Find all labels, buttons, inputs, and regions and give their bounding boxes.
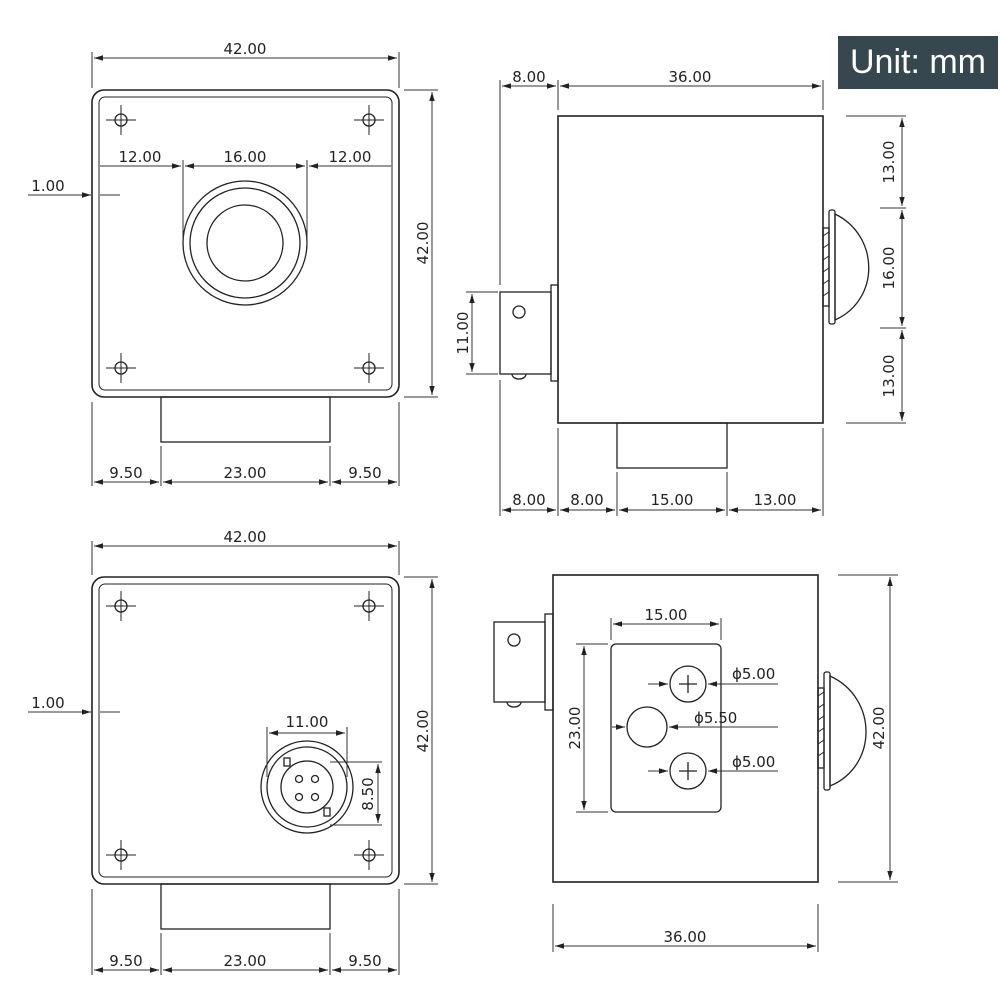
dim-side-lens-height: 16.00 [880, 247, 898, 290]
unit-badge: Unit: mm [838, 36, 998, 89]
dim-side-top-to-lens: 13.00 [880, 141, 898, 184]
dim-rear-socket-offset: 8.50 [359, 777, 377, 810]
dim-bottom-center-hole: ϕ5.50 [694, 709, 737, 727]
dim-side-bottom-2: 8.00 [570, 491, 603, 509]
rear-view [91, 576, 400, 930]
side-dimensions: 8.00 36.00 13.00 16.00 13.00 11.00 8.00 … [454, 68, 906, 516]
dim-bottom-screw-bottom: ϕ5.00 [732, 753, 775, 771]
dim-side-bottom-3: 15.00 [651, 491, 694, 509]
dim-side-body-length: 36.00 [669, 68, 712, 86]
dim-front-width: 42.00 [224, 40, 267, 58]
mounting-hole-icon [106, 591, 384, 870]
dim-rear-width: 42.00 [224, 528, 267, 546]
side-view [499, 115, 870, 469]
dim-front-inset: 1.00 [31, 177, 64, 195]
dim-side-bottom-1: 8.00 [512, 491, 545, 509]
dim-rear-inset: 1.00 [31, 694, 64, 712]
dim-rear-socket-dia: 11.00 [286, 713, 329, 731]
bottom-view [493, 574, 867, 883]
dim-rear-base-right: 9.50 [348, 952, 381, 970]
dim-front-base-width: 23.00 [224, 464, 267, 482]
lens-side-icon [817, 671, 867, 791]
connector-icon [493, 613, 554, 711]
screw-icon [669, 665, 707, 703]
dim-front-base-left: 9.50 [109, 464, 142, 482]
mounting-plate [610, 643, 722, 813]
dim-front-lens-left: 12.00 [119, 148, 162, 166]
dim-rear-base-left: 9.50 [109, 952, 142, 970]
center-hole-icon [626, 706, 668, 748]
dim-bottom-height: 42.00 [870, 707, 888, 750]
dim-side-bottom-4: 13.00 [754, 491, 797, 509]
dim-bottom-plate-height: 23.00 [566, 707, 584, 750]
dim-bottom-length: 36.00 [664, 928, 707, 946]
socket-connector-icon [260, 740, 354, 834]
dim-rear-height: 42.00 [414, 710, 432, 753]
screw-icon [669, 752, 707, 790]
connector-icon [499, 284, 559, 382]
dim-front-height: 42.00 [414, 222, 432, 265]
dim-front-base-right: 9.50 [348, 464, 381, 482]
dim-rear-base-width: 23.00 [224, 952, 267, 970]
dim-bottom-screw-top: ϕ5.00 [732, 665, 775, 683]
rear-dimensions: 42.00 42.00 1.00 11.00 8.50 9.50 23.00 9… [28, 528, 438, 975]
mounting-hole-icon [106, 105, 384, 383]
lens-side-icon [822, 209, 870, 325]
bottom-dimensions: 15.00 23.00 ϕ5.00 ϕ5.50 ϕ5.00 42.00 36.0… [552, 574, 898, 952]
lens-icon [182, 180, 308, 306]
dim-bottom-plate-width: 15.00 [645, 606, 688, 624]
dim-side-connector-depth: 8.00 [512, 68, 545, 86]
front-view [91, 89, 400, 443]
dim-side-connector-height: 11.00 [454, 312, 472, 355]
front-dimensions: 42.00 42.00 12.00 16.00 12.00 1.00 9.50 … [28, 40, 438, 486]
dim-side-lens-to-bottom: 13.00 [880, 355, 898, 398]
dim-front-lens-right: 12.00 [329, 148, 372, 166]
dim-front-lens-dia: 16.00 [224, 148, 267, 166]
